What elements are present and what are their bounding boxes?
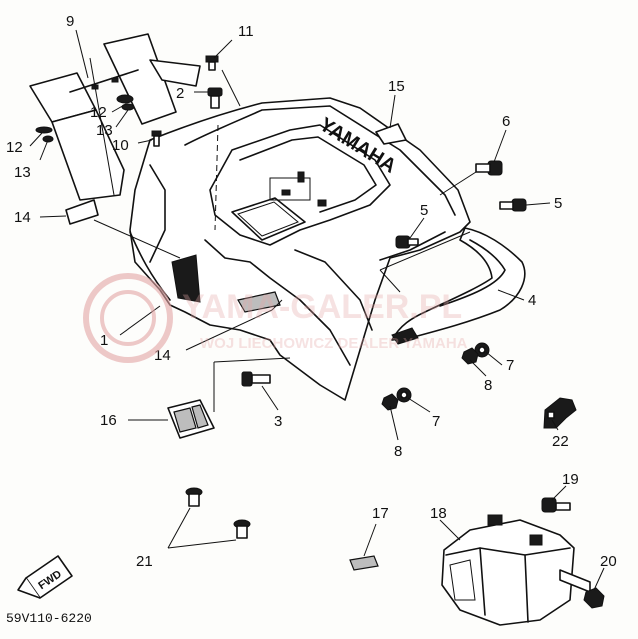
reflector-14 [65,199,99,225]
callout-22: 22 [552,433,569,450]
leader-lines [29,29,605,591]
grommet-21a [185,487,203,507]
bolt-5-middle [395,235,419,249]
callout-13a: 13 [96,122,113,139]
callout-5b: 5 [554,195,562,212]
callout-3: 3 [274,413,282,430]
bolt-10 [151,130,162,147]
forward-arrow: FWD [17,555,73,599]
callout-7a: 7 [506,357,514,374]
callout-12b: 12 [6,139,23,156]
bolt-6 [475,160,503,176]
callout-5a: 5 [420,202,428,219]
rear-fender: YAMAHA [129,97,471,401]
callout-8b: 8 [394,443,402,460]
callout-14a: 14 [14,209,31,226]
bolt-3 [241,371,271,387]
bolt-11 [205,55,219,71]
collar-7-lower [396,387,412,403]
callout-20: 20 [600,553,617,570]
callout-8a: 8 [484,377,492,394]
bolt-19 [541,497,571,513]
tool-box-18 [441,514,591,626]
nut-20 [583,587,605,609]
drawing-code: 59V110-6220 [6,611,92,626]
mud-flap-left [29,72,125,201]
callout-13b: 13 [14,164,31,181]
flap-bolts [35,69,139,143]
callout-17: 17 [372,505,389,522]
lamp-cover-16 [167,399,215,439]
callout-2: 2 [176,85,184,102]
callout-9: 9 [66,13,74,30]
callout-6: 6 [502,113,510,130]
callout-7b: 7 [432,413,440,430]
bolt-5-right [499,198,527,212]
collar-7-upper [474,342,490,358]
callout-numbers: 9 11 2 12 13 10 12 13 14 15 6 5 5 4 1 14… [6,13,617,570]
callout-4: 4 [528,292,536,309]
callout-19: 19 [562,471,579,488]
callout-18: 18 [430,505,447,522]
mud-flap-right [103,33,201,125]
callout-12a: 12 [90,104,107,121]
nut-8-upper [461,347,479,365]
grommet-21b [233,519,251,539]
nut-8-lower [381,393,399,411]
callout-21: 21 [136,553,153,570]
watermark: YAMA-GALER.PL WOJ LIECHOWICZ DEALER YAMA… [83,273,468,363]
callout-10: 10 [112,137,129,154]
callout-11: 11 [238,23,254,40]
pad-17 [349,555,379,571]
callout-1: 1 [100,332,108,349]
side-cover [391,227,526,345]
callout-16: 16 [100,412,117,429]
bracket-22 [543,397,577,429]
watermark-line1: YAMA-GALER.PL [182,288,462,326]
bolt-2 [207,87,223,109]
callout-15: 15 [388,78,405,95]
watermark-line2: WOJ LIECHOWICZ DEALER YAMAHA [200,335,468,352]
